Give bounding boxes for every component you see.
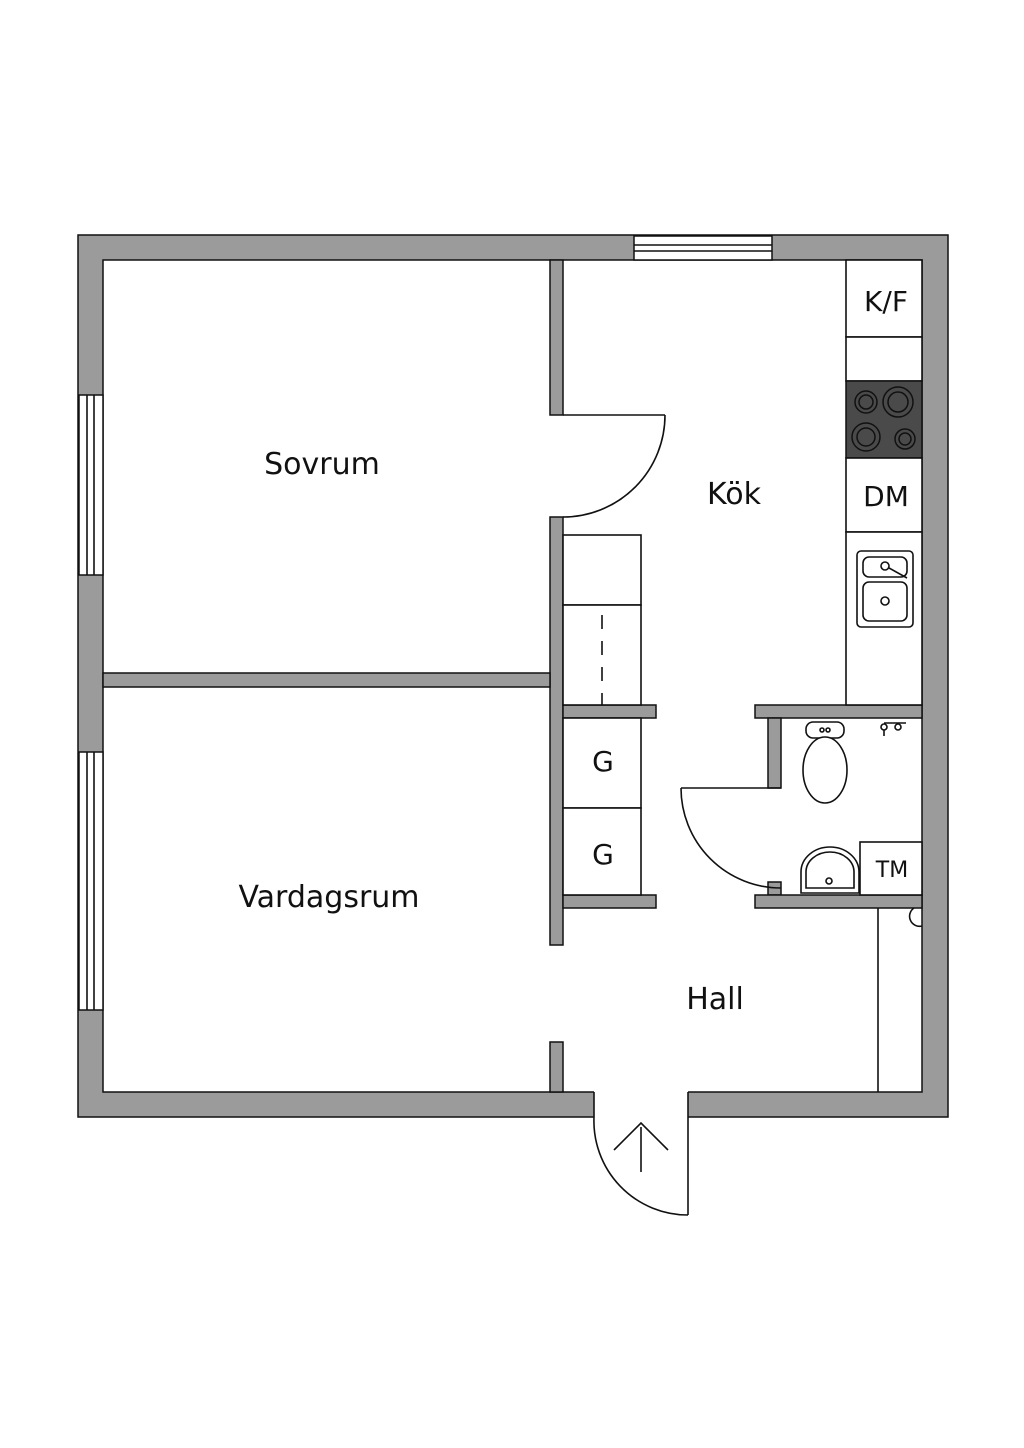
label-dm: DM [863, 480, 909, 513]
wardrobe-upper-top [562, 534, 642, 606]
sink-icon [856, 550, 914, 628]
wall-wc-left-upper [767, 717, 782, 789]
window-bedroom [78, 394, 104, 576]
wall-hall-left [549, 516, 564, 946]
door-wc [680, 787, 782, 889]
room-label-kok: Kök [707, 477, 762, 512]
window-living [78, 751, 104, 1011]
room-labels: Sovrum Kök Vardagsrum Hall [238, 447, 761, 1017]
wardrobe-g-upper [562, 717, 642, 809]
room-label-vardagsrum: Vardagsrum [238, 880, 419, 915]
kitchen-counter [845, 259, 923, 706]
entrance-opening [594, 1091, 688, 1118]
wall-bedroom-living [102, 672, 551, 688]
wall-bedroom-kitchen-top [549, 259, 564, 416]
room-label-hall: Hall [686, 982, 744, 1017]
washbasin-icon [800, 846, 860, 894]
door-closet-hall [908, 907, 923, 928]
door-bedroom [562, 414, 666, 518]
door-entrance [593, 1116, 689, 1216]
wardrobes [562, 534, 642, 896]
dishwasher [845, 457, 923, 533]
wall-wardrobe-top [562, 704, 657, 719]
wardrobe-g-lower [562, 807, 642, 896]
windows [78, 235, 773, 1011]
walls [77, 234, 949, 1118]
wc-fixtures [800, 721, 923, 896]
washer-box [859, 841, 923, 896]
wall-wc-bottom [754, 894, 923, 909]
fixture-labels: K/F DM G G TM [592, 285, 909, 883]
label-g-upper: G [592, 745, 614, 778]
counter-segment [845, 336, 923, 382]
room-label-sovrum: Sovrum [264, 447, 380, 482]
stove-burners [851, 386, 916, 452]
doors [562, 414, 923, 1216]
label-kf: K/F [864, 285, 908, 318]
wall-wardrobe-bottom [562, 894, 657, 909]
faucet-icon [880, 722, 906, 736]
toilet-icon [802, 721, 848, 804]
label-tm: TM [875, 858, 908, 883]
wall-living-hall-bottom [549, 1041, 564, 1093]
window-kitchen [633, 235, 773, 261]
label-g-lower: G [592, 838, 614, 871]
wall-wc-top [754, 704, 923, 719]
